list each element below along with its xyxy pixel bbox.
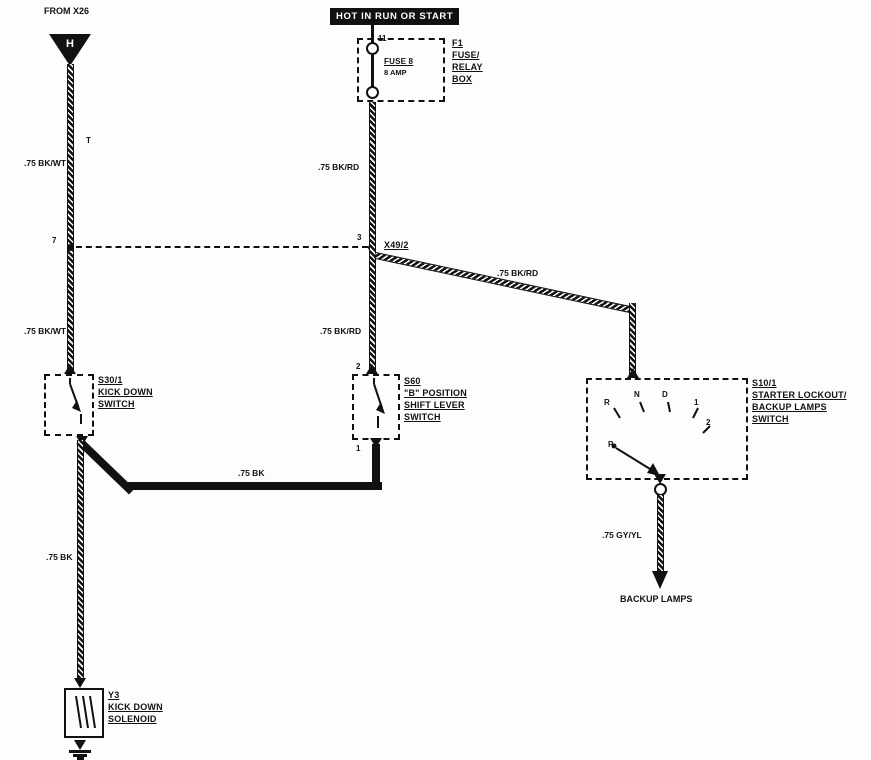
ground-bar-2 [73,754,87,757]
starter-lockout-switch-name-2: BACKUP LAMPS [752,402,827,412]
s60-bottom-terminal-icon [370,438,382,448]
wire-label-bkwt-upper: .75 BK/WT [24,158,67,168]
wire-bkrd-branch-drop [629,303,636,378]
connector-h-triangle-icon [49,34,91,66]
backup-lamps-label: BACKUP LAMPS [620,594,693,604]
solenoid-id: Y3 [108,690,120,700]
ground-arrow-icon [74,740,86,750]
wire-label-bkrd-branch: .75 BK/RD [497,268,539,278]
wire-bk-riser [372,444,380,490]
wire-label-bkrd-lower: .75 BK/RD [320,326,362,336]
wire-bk-solenoid [77,440,84,680]
solenoid-coil-symbol [75,695,96,729]
shift-lever-switch-name-1: "B" POSITION [404,388,467,398]
splice-t-label: T [86,136,91,145]
wire-bk-horizontal [128,482,382,490]
wire-bkwt [67,64,74,374]
wire-bk-diagonal [76,438,135,495]
fuse-relay-box [357,38,445,102]
kick-down-solenoid-box [64,688,104,738]
fuse-label: FUSE 8 [384,57,414,66]
wire-bkrd-center [369,102,376,374]
fuse-element [371,55,374,87]
wire-label-bk-vertical: .75 BK [46,552,73,562]
s10-pos-n-label: N [634,390,640,399]
fuse-bottom-terminal-icon [366,86,379,99]
s10-pos-1-label: 1 [694,398,699,407]
from-x26-label: FROM X26 [44,6,90,16]
s60-top-terminal-icon [366,364,378,374]
hot-in-run-banner: HOT IN RUN OR START [330,8,460,25]
ground-bar-1 [69,750,91,753]
wire-label-bkwt-lower: .75 BK/WT [24,326,67,336]
pin-3-label: 3 [357,233,362,242]
kick-down-switch-name-2: SWITCH [98,399,135,409]
s10-pos-2-label: 2 [706,418,711,427]
wire-label-bkrd-upper: .75 BK/RD [318,162,360,172]
wire-label-bk-horizontal: .75 BK [238,468,265,478]
s60-pin-2-label: 2 [356,362,361,371]
kick-down-switch-symbol [69,378,82,424]
kick-down-switch-id: S30/1 [98,375,123,385]
kick-down-switch-box [44,374,94,436]
fuse-box-name-3: BOX [452,74,473,84]
backup-lamps-arrow-icon [652,571,668,589]
starter-lockout-switch-id: S10/1 [752,378,777,388]
starter-lockout-switch-name-1: STARTER LOCKOUT/ [752,390,847,400]
y3-top-terminal-icon [74,678,86,688]
wire-gyyl [657,495,664,573]
shift-lever-switch-id: S60 [404,376,421,386]
fuse-amp-label: 8 AMP [384,68,407,77]
s10-pos-p-label: P [608,440,614,449]
connector-x49-label: X49/2 [384,240,409,250]
pin-7-label: 7 [52,236,57,245]
fuse-box-name-1: FUSE/ [452,50,480,60]
fuse-top-terminal-icon [366,42,379,55]
fuse-box-id: F1 [452,38,463,48]
s10-top-terminal-icon [627,368,639,378]
s10-bottom-terminal-icon [654,474,666,484]
rotary-switch-symbol [611,401,711,476]
solenoid-name-2: SOLENOID [108,714,157,724]
shift-lever-switch-symbol [373,378,385,428]
junction-dash-line [76,246,368,248]
solenoid-name-1: KICK DOWN [108,702,163,712]
wire-label-gyyl: .75 GY/YL [602,530,642,540]
s30-top-terminal-icon [64,364,76,374]
s10-pos-r-label: R [604,398,610,407]
s10-pos-d-label: D [662,390,668,399]
fuse-pin-11-label: 11 [378,34,387,43]
shift-lever-switch-name-3: SWITCH [404,412,441,422]
starter-lockout-switch-name-3: SWITCH [752,414,789,424]
connector-h-label: H [66,38,74,50]
shift-lever-switch-name-2: SHIFT LEVER [404,400,465,410]
wire-bkrd-branch [374,252,631,313]
ground-bar-3 [77,757,84,760]
starter-lockout-switch-box [586,378,748,480]
kick-down-switch-name-1: KICK DOWN [98,387,153,397]
banner-feed-wire [371,25,374,46]
junction-7-dot [67,244,74,251]
fuse-box-name-2: RELAY [452,62,483,72]
s60-pin-1-label: 1 [356,444,361,453]
